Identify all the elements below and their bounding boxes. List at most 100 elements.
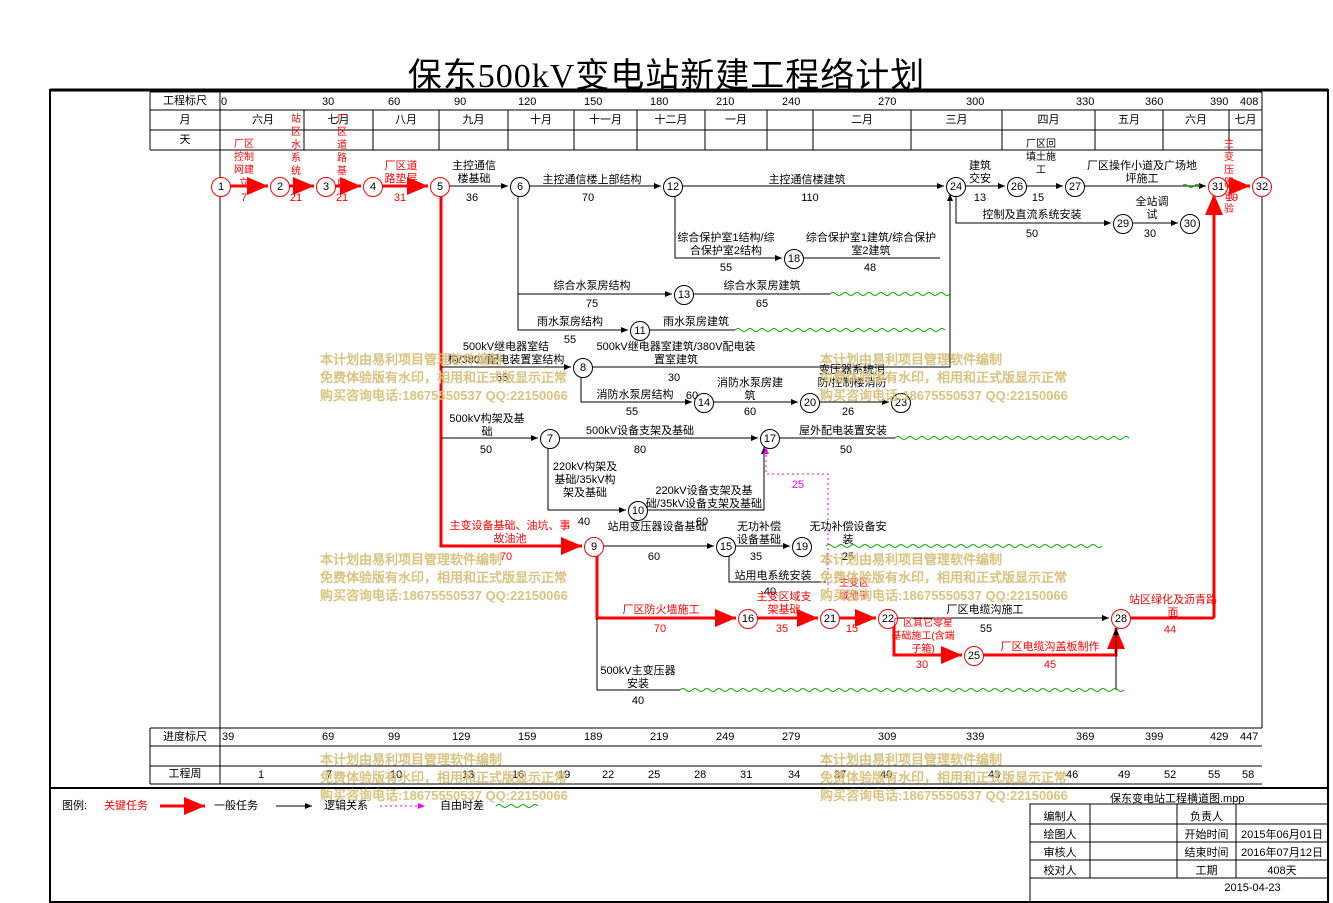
progress-ruler-label: 进度标尺 [163, 731, 207, 743]
task-label: 综合水泵房结构 [553, 280, 631, 292]
bottom-tick: 447 [1240, 731, 1259, 743]
task-duration: 21 [289, 192, 303, 204]
legend-normal: 一般任务 [214, 800, 258, 812]
bottom-tick: 219 [650, 731, 669, 743]
node-19: 19 [792, 537, 812, 557]
node-12: 12 [663, 177, 683, 197]
node-30: 30 [1180, 214, 1200, 234]
owner-label: 负责人 [1190, 811, 1223, 823]
week-label: 43 [988, 769, 1001, 781]
node-27: 27 [1065, 177, 1085, 197]
bottom-tick: 279 [782, 731, 801, 743]
node-23: 23 [891, 393, 911, 413]
week-label: 52 [1164, 769, 1177, 781]
task-label: 500kV继电器室建筑/380V配电装置室建筑 [596, 341, 756, 366]
task-duration: 70 [499, 551, 513, 563]
node-32: 32 [1252, 177, 1272, 197]
task-label: 220kV设备支架及基础/35kV设备支架及基础 [645, 485, 763, 510]
node-21: 21 [820, 609, 840, 629]
month-label: 二月 [851, 114, 873, 126]
node-11: 11 [630, 321, 650, 341]
task-duration: 55 [719, 262, 733, 274]
month-label: 七月 [1234, 114, 1257, 126]
top-tick: 390 [1210, 96, 1229, 108]
task-duration: 55 [979, 623, 993, 635]
node-2: 2 [270, 177, 290, 197]
bottom-tick: 309 [878, 731, 897, 743]
week-label: 34 [788, 769, 801, 781]
top-tick: 300 [966, 96, 985, 108]
bottom-tick: 249 [716, 731, 735, 743]
end-value: 2016年07月12日 [1241, 847, 1323, 859]
task-duration: 60 [695, 516, 709, 528]
task-label: 雨水泵房结构 [537, 316, 603, 328]
week-label: 13 [462, 769, 475, 781]
task-duration: 21 [335, 192, 349, 204]
task-duration: 40 [763, 586, 777, 598]
node-15: 15 [716, 537, 736, 557]
week-label: 22 [602, 769, 615, 781]
task-duration: 80 [633, 444, 647, 456]
start-label: 开始时间 [1184, 829, 1229, 841]
month-label: 十月 [530, 114, 552, 126]
task-duration: 45 [1043, 659, 1057, 671]
drawer-label: 绘图人 [1043, 829, 1077, 841]
node-22: 22 [878, 609, 898, 629]
task-label: 500kV设备支架及基础 [585, 425, 695, 437]
task-duration: 25 [791, 479, 805, 491]
bottom-tick: 39 [222, 731, 235, 743]
task-duration: 48 [863, 262, 877, 274]
task-label: 厂区其它零星基础施工(含端子箱) [891, 618, 955, 655]
node-5: 5 [430, 177, 450, 197]
task-label: 全站调试 [1135, 196, 1169, 221]
top-tick: 120 [518, 96, 537, 108]
task-duration: 40 [577, 516, 591, 528]
task-duration: 7 [240, 192, 248, 204]
task-label: 无功补偿设备基础 [737, 521, 781, 546]
node-28: 28 [1111, 609, 1131, 629]
top-tick: 180 [650, 96, 669, 108]
task-label: 站区水系统 [291, 114, 301, 177]
node-17: 17 [760, 429, 780, 449]
ruler-month-label: 月 [179, 114, 191, 126]
node-6: 6 [510, 177, 530, 197]
bottom-tick: 129 [452, 731, 471, 743]
task-duration: 110 [801, 192, 819, 204]
task-duration: 65 [495, 372, 509, 384]
task-label: 主变区域地平 [839, 578, 869, 602]
task-label: 雨水泵房建筑 [663, 316, 729, 328]
task-duration: 65 [755, 298, 769, 310]
week-label: 55 [1208, 769, 1221, 781]
node-24: 24 [946, 177, 966, 197]
ruler-header-label: 工程标尺 [163, 95, 207, 107]
file-name: 保东变电站工程横道图.mpp [1110, 793, 1245, 805]
top-tick: 30 [322, 96, 335, 108]
task-duration: 13 [973, 192, 987, 204]
top-tick: 150 [584, 96, 603, 108]
watermark-text: 购买咨询电话:18675550537 QQ:22150066 [320, 588, 568, 603]
task-duration: 25 [841, 551, 855, 563]
date-value: 2015-04-23 [1224, 882, 1281, 894]
node-31: 31 [1208, 177, 1228, 197]
month-label: 六月 [1185, 114, 1207, 126]
task-duration: 70 [653, 623, 667, 635]
ruler-day-label: 天 [179, 134, 191, 146]
task-duration: 30 [1143, 228, 1157, 240]
task-duration: 50 [839, 444, 853, 456]
task-duration: 31 [393, 192, 407, 204]
task-duration: 26 [841, 406, 855, 418]
task-label: 主变区域支架基础 [756, 591, 812, 616]
watermark-text: 本计划由易利项目管理软件编制 [820, 552, 1003, 567]
week-label: 46 [1066, 769, 1079, 781]
task-label: 厂区防火墙施工 [622, 604, 700, 616]
watermark-text: 免费体验版有水印，相用和正式版显示正常 [320, 370, 568, 385]
node-16: 16 [738, 609, 758, 629]
watermark-text: 本计划由易利项目管理软件编制 [320, 352, 503, 367]
reviewer-label: 审核人 [1043, 847, 1077, 859]
task-duration: 40 [631, 695, 645, 707]
task-label: 主控通信楼上部结构 [542, 174, 642, 186]
watermark-text: 购买咨询电话:18675550537 QQ:22150066 [320, 388, 568, 403]
week-label: 28 [694, 769, 707, 781]
node-14: 14 [694, 393, 714, 413]
weeks-label: 工程周 [168, 768, 202, 780]
